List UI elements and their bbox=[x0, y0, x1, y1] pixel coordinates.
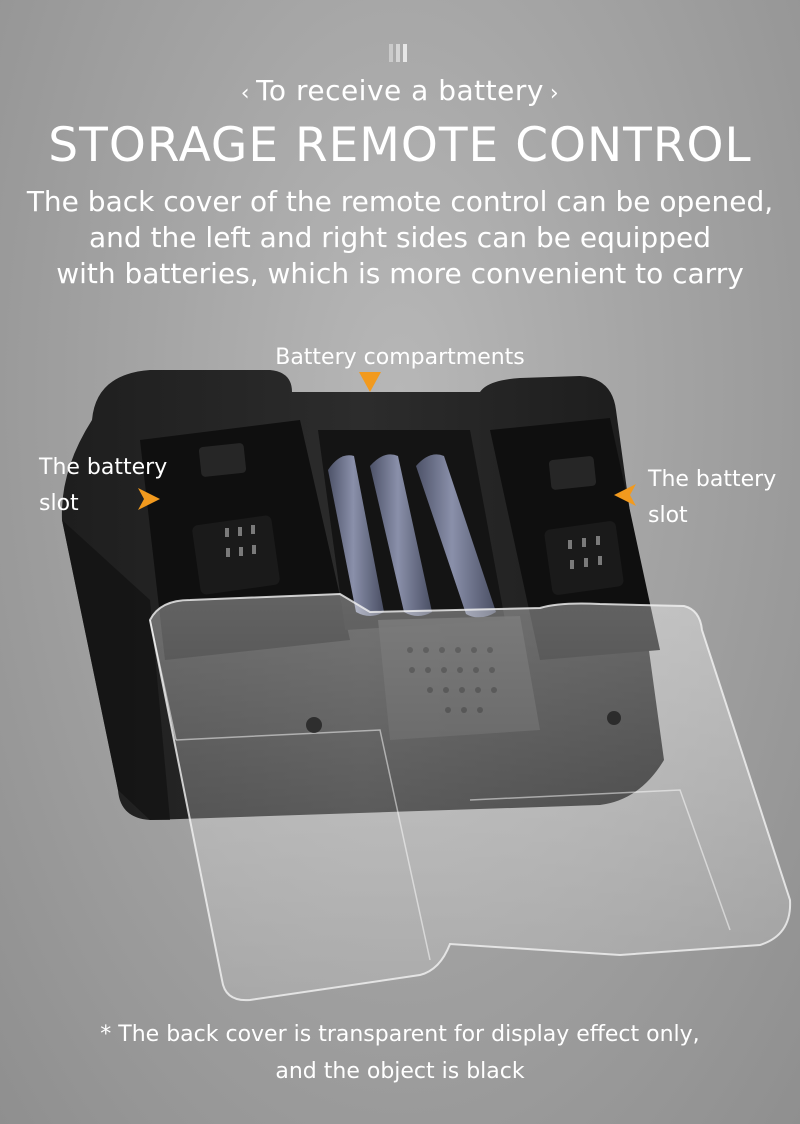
callout-left-battery-slot: The battery slot bbox=[39, 450, 167, 522]
chevron-left-icon: ‹ bbox=[240, 81, 251, 106]
remote-control-product-image bbox=[61, 370, 792, 1002]
description: The back cover of the remote control can… bbox=[0, 184, 800, 292]
footnote-line-1: * The back cover is transparent for disp… bbox=[100, 1022, 700, 1047]
callout-right-battery-slot: The battery slot bbox=[648, 462, 776, 534]
callout-left-line-2: slot bbox=[39, 491, 79, 516]
arrow-right-icon bbox=[138, 488, 160, 510]
page-title: STORAGE REMOTE CONTROL bbox=[48, 118, 752, 173]
subtitle-text: To receive a battery bbox=[256, 74, 544, 107]
callout-right-line-2: slot bbox=[648, 503, 688, 528]
aa-batteries bbox=[328, 454, 496, 618]
footnote-line-2: and the object is black bbox=[275, 1059, 525, 1084]
description-line-3: with batteries, which is more convenient… bbox=[56, 257, 744, 290]
decorative-bars-icon bbox=[389, 44, 407, 62]
callout-left-line-1: The battery bbox=[39, 455, 168, 480]
description-line-1: The back cover of the remote control can… bbox=[26, 185, 774, 218]
callout-right-line-1: The battery bbox=[648, 467, 777, 492]
arrow-down-icon bbox=[359, 372, 381, 392]
arrow-left-icon bbox=[614, 484, 636, 506]
transparent-back-cover bbox=[148, 592, 792, 1002]
footnote: * The back cover is transparent for disp… bbox=[0, 1016, 800, 1090]
section-subtitle: ‹To receive a battery› bbox=[0, 74, 800, 107]
description-line-2: and the left and right sides can be equi… bbox=[89, 221, 711, 254]
chevron-right-icon: › bbox=[549, 81, 560, 106]
callout-battery-compartments: Battery compartments bbox=[275, 345, 525, 370]
